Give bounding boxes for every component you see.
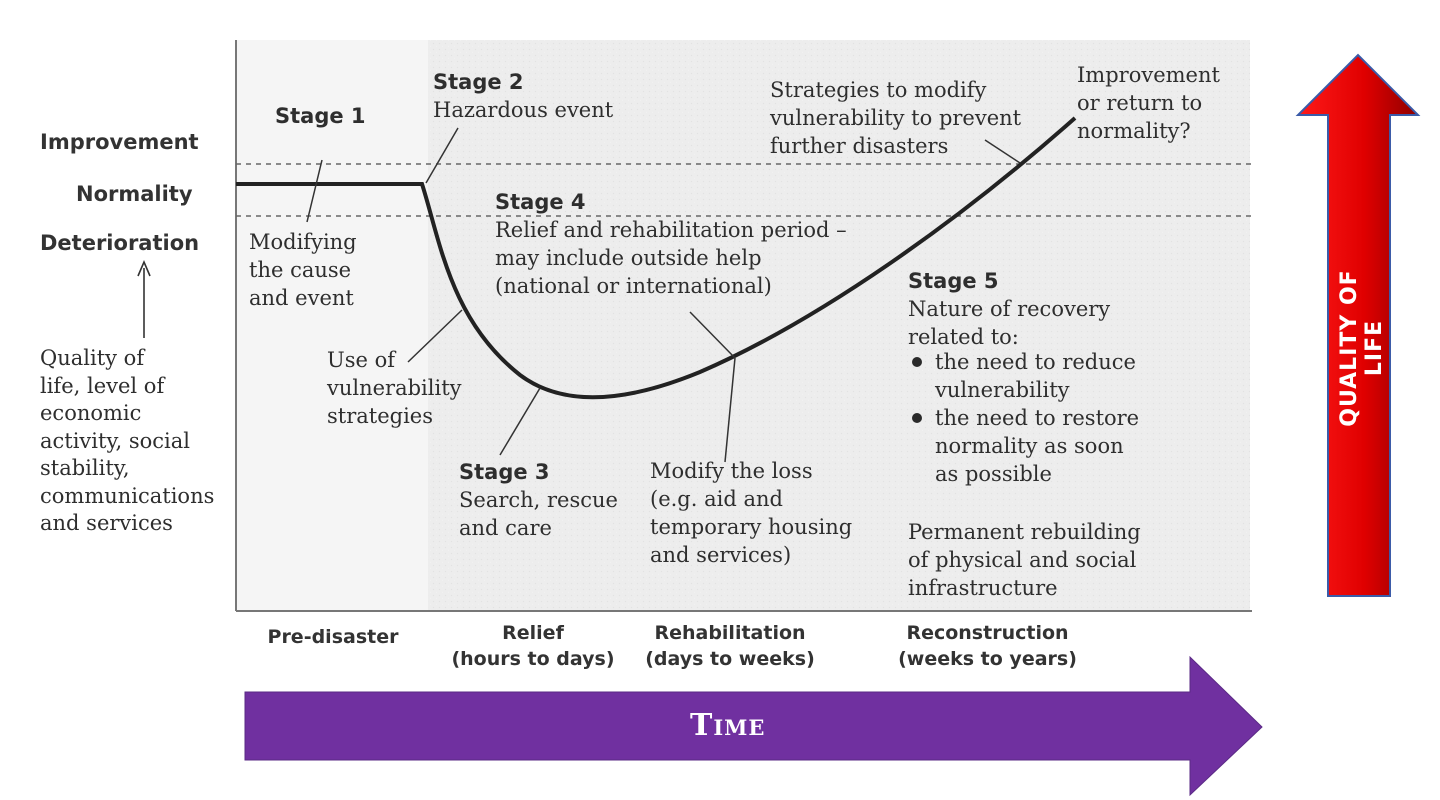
y-axis-description: Quality of life, level of economic activ…: [40, 346, 215, 535]
stage5-block: Stage 5 Nature of recovery related to:: [908, 267, 1110, 351]
phase-reconstruction-name: Reconstruction: [906, 622, 1069, 644]
stage2-text: Hazardous event: [433, 98, 614, 122]
strategies-text: Strategies to modify vulnerability to pr…: [770, 78, 1022, 158]
phase-pre-disaster: Pre-disaster: [248, 624, 418, 650]
strategies-leader: [984, 139, 1021, 164]
modify-loss-text: Modify the loss (e.g. aid and temporary …: [650, 459, 853, 567]
stage5-title: Stage 5: [908, 269, 999, 293]
stage3-text: Search, rescue and care: [459, 488, 618, 540]
stage4-text: Relief and rehabilitation period – may i…: [495, 218, 847, 298]
improvement-level-label: Improvement: [40, 130, 199, 154]
plot-area-left: [236, 40, 428, 610]
quality-of-life-label: QUALITY OF LIFE: [1337, 269, 1387, 427]
stage4-title: Stage 4: [495, 190, 586, 214]
normality-level-label: Normality: [76, 182, 193, 206]
stage3-block: Stage 3 Search, rescue and care: [459, 458, 618, 542]
stage2-block: Stage 2 Hazardous event: [433, 68, 613, 124]
stage5-bullet-1-text: the need to reduce vulnerability: [935, 350, 1136, 402]
deterioration-level-label: Deterioration: [40, 231, 200, 255]
phase-reconstruction-detail: (weeks to years): [898, 648, 1077, 670]
stage4-block: Stage 4 Relief and rehabilitation period…: [495, 188, 847, 300]
plot-area-shaded: [428, 40, 1250, 610]
stage2-leader: [425, 127, 459, 184]
stage1-leader: [306, 159, 323, 223]
vulnerability-leader: [407, 309, 463, 363]
stage3-leader: [499, 387, 541, 456]
phase-rehabilitation: Rehabilitation (days to weeks): [630, 620, 830, 672]
phase-rehabilitation-detail: (days to weeks): [645, 648, 815, 670]
quality-of-life-curve: [236, 116, 1077, 400]
phase-rehabilitation-name: Rehabilitation: [654, 622, 806, 644]
stage4-leader: [689, 311, 736, 359]
stage5-bullet-2: [912, 413, 922, 423]
phase-reconstruction: Reconstruction (weeks to years): [880, 620, 1095, 672]
quality-of-life-arrow: [1295, 53, 1421, 597]
vulnerability-strategies-text: Use of vulnerability strategies: [327, 348, 462, 428]
stage5-bullet-2-text: the need to restore normality as soon as…: [935, 406, 1140, 486]
phase-pre-disaster-name: Pre-disaster: [267, 626, 399, 648]
stage2-title: Stage 2: [433, 70, 524, 94]
stage1-title: Stage 1: [275, 104, 366, 128]
stage5-bullet-1: [912, 357, 922, 367]
phase-relief: Relief (hours to days): [438, 620, 628, 672]
permanent-rebuilding-text: Permanent rebuilding of physical and soc…: [908, 520, 1141, 600]
stage5-text: Nature of recovery related to:: [908, 297, 1111, 349]
stage1-text: Modifying the cause and event: [249, 230, 357, 310]
modify-loss-leader: [724, 357, 736, 463]
time-arrow: [244, 655, 1263, 797]
quality-up-arrowhead: [137, 259, 151, 277]
phase-relief-detail: (hours to days): [451, 648, 615, 670]
improvement-question-text: Improvement or return to normality?: [1077, 63, 1220, 143]
time-arrow-label: Time: [690, 708, 766, 743]
stage1-block: Stage 1: [275, 102, 366, 130]
phase-relief-name: Relief: [502, 622, 564, 644]
stage3-title: Stage 3: [459, 460, 550, 484]
